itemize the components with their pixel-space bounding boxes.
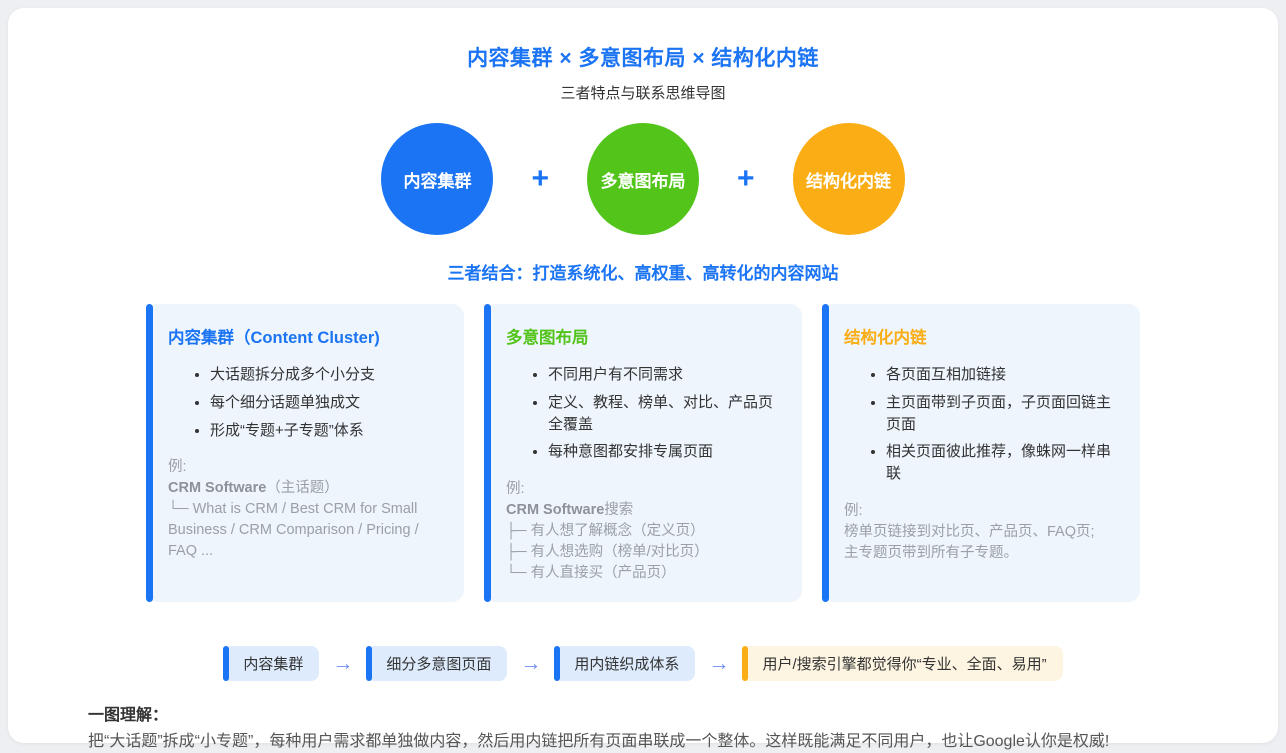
feature-cards: 内容集群（Content Cluster) 大话题拆分成多个小分支 每个细分话题… bbox=[8, 304, 1278, 602]
plus-icon: + bbox=[531, 164, 549, 194]
example-line: └─ What is CRM / Best CRM for Small Busi… bbox=[168, 499, 444, 562]
combine-statement: 三者结合：打造系统化、高权重、高转化的内容网站 bbox=[8, 259, 1278, 284]
summary-section: 一图理解： 把“大话题”拆成“小专题”，每种用户需求都单独做内容，然后用内链把所… bbox=[8, 701, 1278, 753]
example-head: CRM Software搜索 bbox=[506, 500, 782, 521]
bullet-item: 每个细分话题单独成文 bbox=[210, 392, 444, 414]
arrow-right-icon: → bbox=[332, 653, 353, 674]
card-example: 例: CRM Software（主话题） └─ What is CRM / Be… bbox=[168, 457, 444, 562]
infographic-canvas: 内容集群 × 多意图布局 × 结构化内链 三者特点与联系思维导图 内容集群 + … bbox=[8, 8, 1278, 743]
circle-label: 多意图布局 bbox=[601, 167, 686, 192]
card-structured-links: 结构化内链 各页面互相加链接 主页面带到子页面，子页面回链主页面 相关页面彼此推… bbox=[822, 304, 1140, 602]
example-head-bold: CRM Software bbox=[506, 502, 604, 518]
flow-step-label: 细分多意图页面 bbox=[386, 656, 491, 673]
card-bullet-list: 大话题拆分成多个小分支 每个细分话题单独成文 形成“专题+子专题”体系 bbox=[168, 364, 444, 441]
example-line: 榜单页链接到对比页、产品页、FAQ页; bbox=[844, 522, 1120, 543]
flow-step-label: 用户/搜索引擎都觉得你“专业、全面、易用” bbox=[762, 656, 1046, 673]
page-title: 内容集群 × 多意图布局 × 结构化内链 bbox=[8, 42, 1278, 72]
circle-content-cluster: 内容集群 bbox=[381, 123, 493, 235]
bullet-item: 主页面带到子页面，子页面回链主页面 bbox=[886, 392, 1120, 436]
flow-step-label: 用内链织成体系 bbox=[574, 656, 679, 673]
example-label: 例: bbox=[506, 479, 782, 500]
card-title: 多意图布局 bbox=[506, 324, 782, 348]
example-head-rest: （主话题） bbox=[266, 480, 339, 496]
bullet-item: 形成“专题+子专题”体系 bbox=[210, 420, 444, 442]
arrow-right-icon: → bbox=[708, 653, 729, 674]
arrow-right-icon: → bbox=[520, 653, 541, 674]
bullet-item: 定义、教程、榜单、对比、产品页全覆盖 bbox=[548, 392, 782, 436]
plus-icon: + bbox=[737, 164, 755, 194]
card-multi-intent: 多意图布局 不同用户有不同需求 定义、教程、榜单、对比、产品页全覆盖 每种意图都… bbox=[484, 304, 802, 602]
bullet-item: 相关页面彼此推荐，像蛛网一样串联 bbox=[886, 441, 1120, 485]
process-flow: 内容集群 → 细分多意图页面 → 用内链织成体系 → 用户/搜索引擎都觉得你“专… bbox=[8, 646, 1278, 681]
flow-step-cluster: 内容集群 bbox=[223, 646, 319, 681]
page-subtitle: 三者特点与联系思维导图 bbox=[8, 82, 1278, 103]
bullet-item: 不同用户有不同需求 bbox=[548, 364, 782, 386]
circle-structured-links: 结构化内链 bbox=[793, 123, 905, 235]
example-label: 例: bbox=[844, 501, 1120, 522]
card-content-cluster: 内容集群（Content Cluster) 大话题拆分成多个小分支 每个细分话题… bbox=[146, 304, 464, 602]
circle-multi-intent: 多意图布局 bbox=[587, 123, 699, 235]
card-bullet-list: 不同用户有不同需求 定义、教程、榜单、对比、产品页全覆盖 每种意图都安排专属页面 bbox=[506, 364, 782, 463]
concept-circles: 内容集群 + 多意图布局 + 结构化内链 bbox=[8, 123, 1278, 235]
example-label: 例: bbox=[168, 457, 444, 478]
card-bullet-list: 各页面互相加链接 主页面带到子页面，子页面回链主页面 相关页面彼此推荐，像蛛网一… bbox=[844, 364, 1120, 485]
example-line: ├─ 有人想选购（榜单/对比页） bbox=[506, 542, 782, 563]
card-example: 例: CRM Software搜索 ├─ 有人想了解概念（定义页） ├─ 有人想… bbox=[506, 479, 782, 584]
example-line: 主专题页带到所有子专题。 bbox=[844, 543, 1120, 564]
summary-text: 把“大话题”拆成“小专题”，每种用户需求都单独做内容，然后用内链把所有页面串联成… bbox=[88, 731, 1198, 753]
example-line: └─ 有人直接买（产品页） bbox=[506, 563, 782, 584]
example-line: ├─ 有人想了解概念（定义页） bbox=[506, 521, 782, 542]
flow-step-result: 用户/搜索引擎都觉得你“专业、全面、易用” bbox=[742, 646, 1062, 681]
flow-step-link-system: 用内链织成体系 bbox=[554, 646, 695, 681]
summary-label: 一图理解： bbox=[88, 701, 1198, 725]
flow-step-label: 内容集群 bbox=[243, 656, 303, 673]
flow-step-intent-pages: 细分多意图页面 bbox=[366, 646, 507, 681]
bullet-item: 每种意图都安排专属页面 bbox=[548, 441, 782, 463]
example-head-bold: CRM Software bbox=[168, 480, 266, 496]
bullet-item: 各页面互相加链接 bbox=[886, 364, 1120, 386]
circle-label: 结构化内链 bbox=[806, 167, 891, 192]
card-title: 内容集群（Content Cluster) bbox=[168, 324, 444, 348]
card-example: 例: 榜单页链接到对比页、产品页、FAQ页; 主专题页带到所有子专题。 bbox=[844, 501, 1120, 564]
bullet-item: 大话题拆分成多个小分支 bbox=[210, 364, 444, 386]
card-title: 结构化内链 bbox=[844, 324, 1120, 348]
example-head: CRM Software（主话题） bbox=[168, 478, 444, 499]
example-head-rest: 搜索 bbox=[604, 502, 633, 518]
circle-label: 内容集群 bbox=[403, 167, 471, 192]
